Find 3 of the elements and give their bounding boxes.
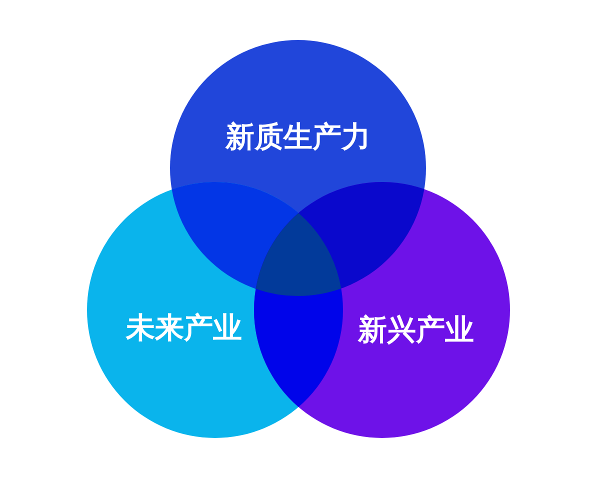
- circle-label: 未来产业: [126, 310, 242, 346]
- circle-label: 新质生产力: [226, 120, 370, 154]
- circle-label: 新兴产业: [358, 312, 474, 348]
